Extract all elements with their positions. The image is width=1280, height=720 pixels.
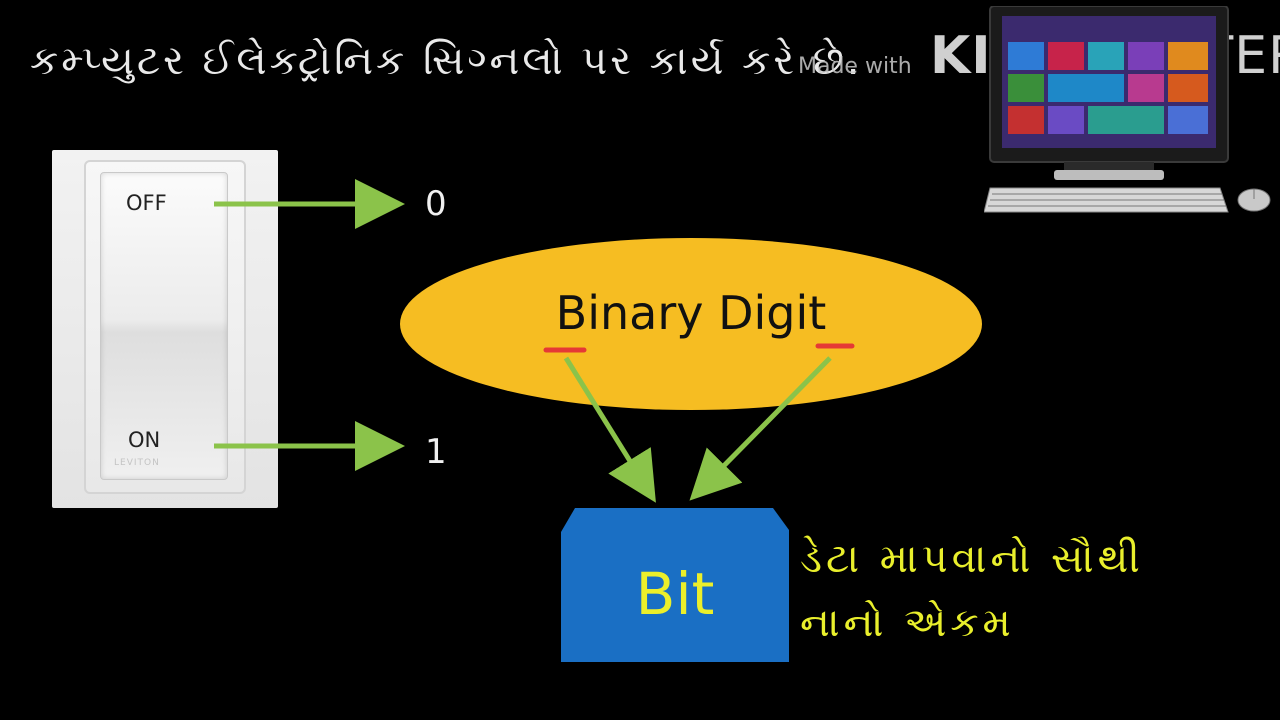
switch-on-label: ON (128, 428, 161, 452)
switch-rocker (100, 172, 228, 480)
bit-label: Bit (635, 560, 715, 628)
digit-one: 1 (425, 432, 447, 472)
switch-brand-text: LEVITON (114, 458, 160, 468)
binary-digit-ellipse (400, 238, 982, 410)
digit-zero: 0 (425, 184, 447, 224)
description-line-2: નાનો એકમ (800, 600, 1015, 646)
binary-digit-text: Binary Digit (555, 286, 827, 340)
description-line-1: ડેટા માપવાનો સૌથી (800, 536, 1144, 582)
switch-off-label: OFF (126, 191, 167, 215)
headline-text: કમ્પ્યુટર ઈલેક્ટ્રોનિક સિગ્નલો પર કાર્ય … (30, 38, 863, 84)
bit-box (561, 508, 789, 662)
computer-icon (984, 6, 1271, 213)
watermark-made-with: Made with (798, 54, 912, 79)
